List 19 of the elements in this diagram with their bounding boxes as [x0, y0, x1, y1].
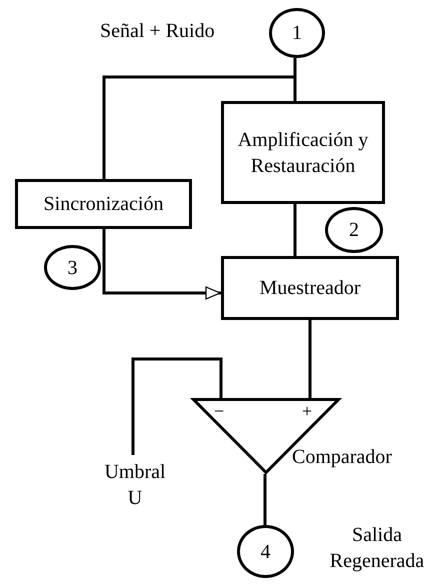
plus-sign: + [302, 402, 312, 420]
connector-line [102, 58, 296, 179]
test-point-circle: 2 [325, 207, 383, 253]
process-box: Sincronización [15, 179, 192, 229]
connector-line [308, 320, 312, 398]
arrow [102, 229, 221, 300]
process-box: Muestreador [221, 256, 399, 320]
process-box: Amplificación y Restauración [221, 101, 385, 204]
annotation-label: Señal + Ruido [100, 19, 216, 44]
test-point-circle: 4 [237, 525, 294, 578]
test-point-circle: 1 [269, 8, 325, 58]
connector-line [294, 204, 296, 256]
test-point-circle: 3 [44, 245, 101, 290]
annotation-label: Salida Regenerada [328, 523, 426, 574]
connector-line [132, 358, 222, 455]
minus-sign: − [214, 402, 224, 420]
annotation-label: Comparador [292, 445, 393, 470]
connector-line [264, 474, 266, 525]
input-label: Umbral U [95, 455, 175, 515]
